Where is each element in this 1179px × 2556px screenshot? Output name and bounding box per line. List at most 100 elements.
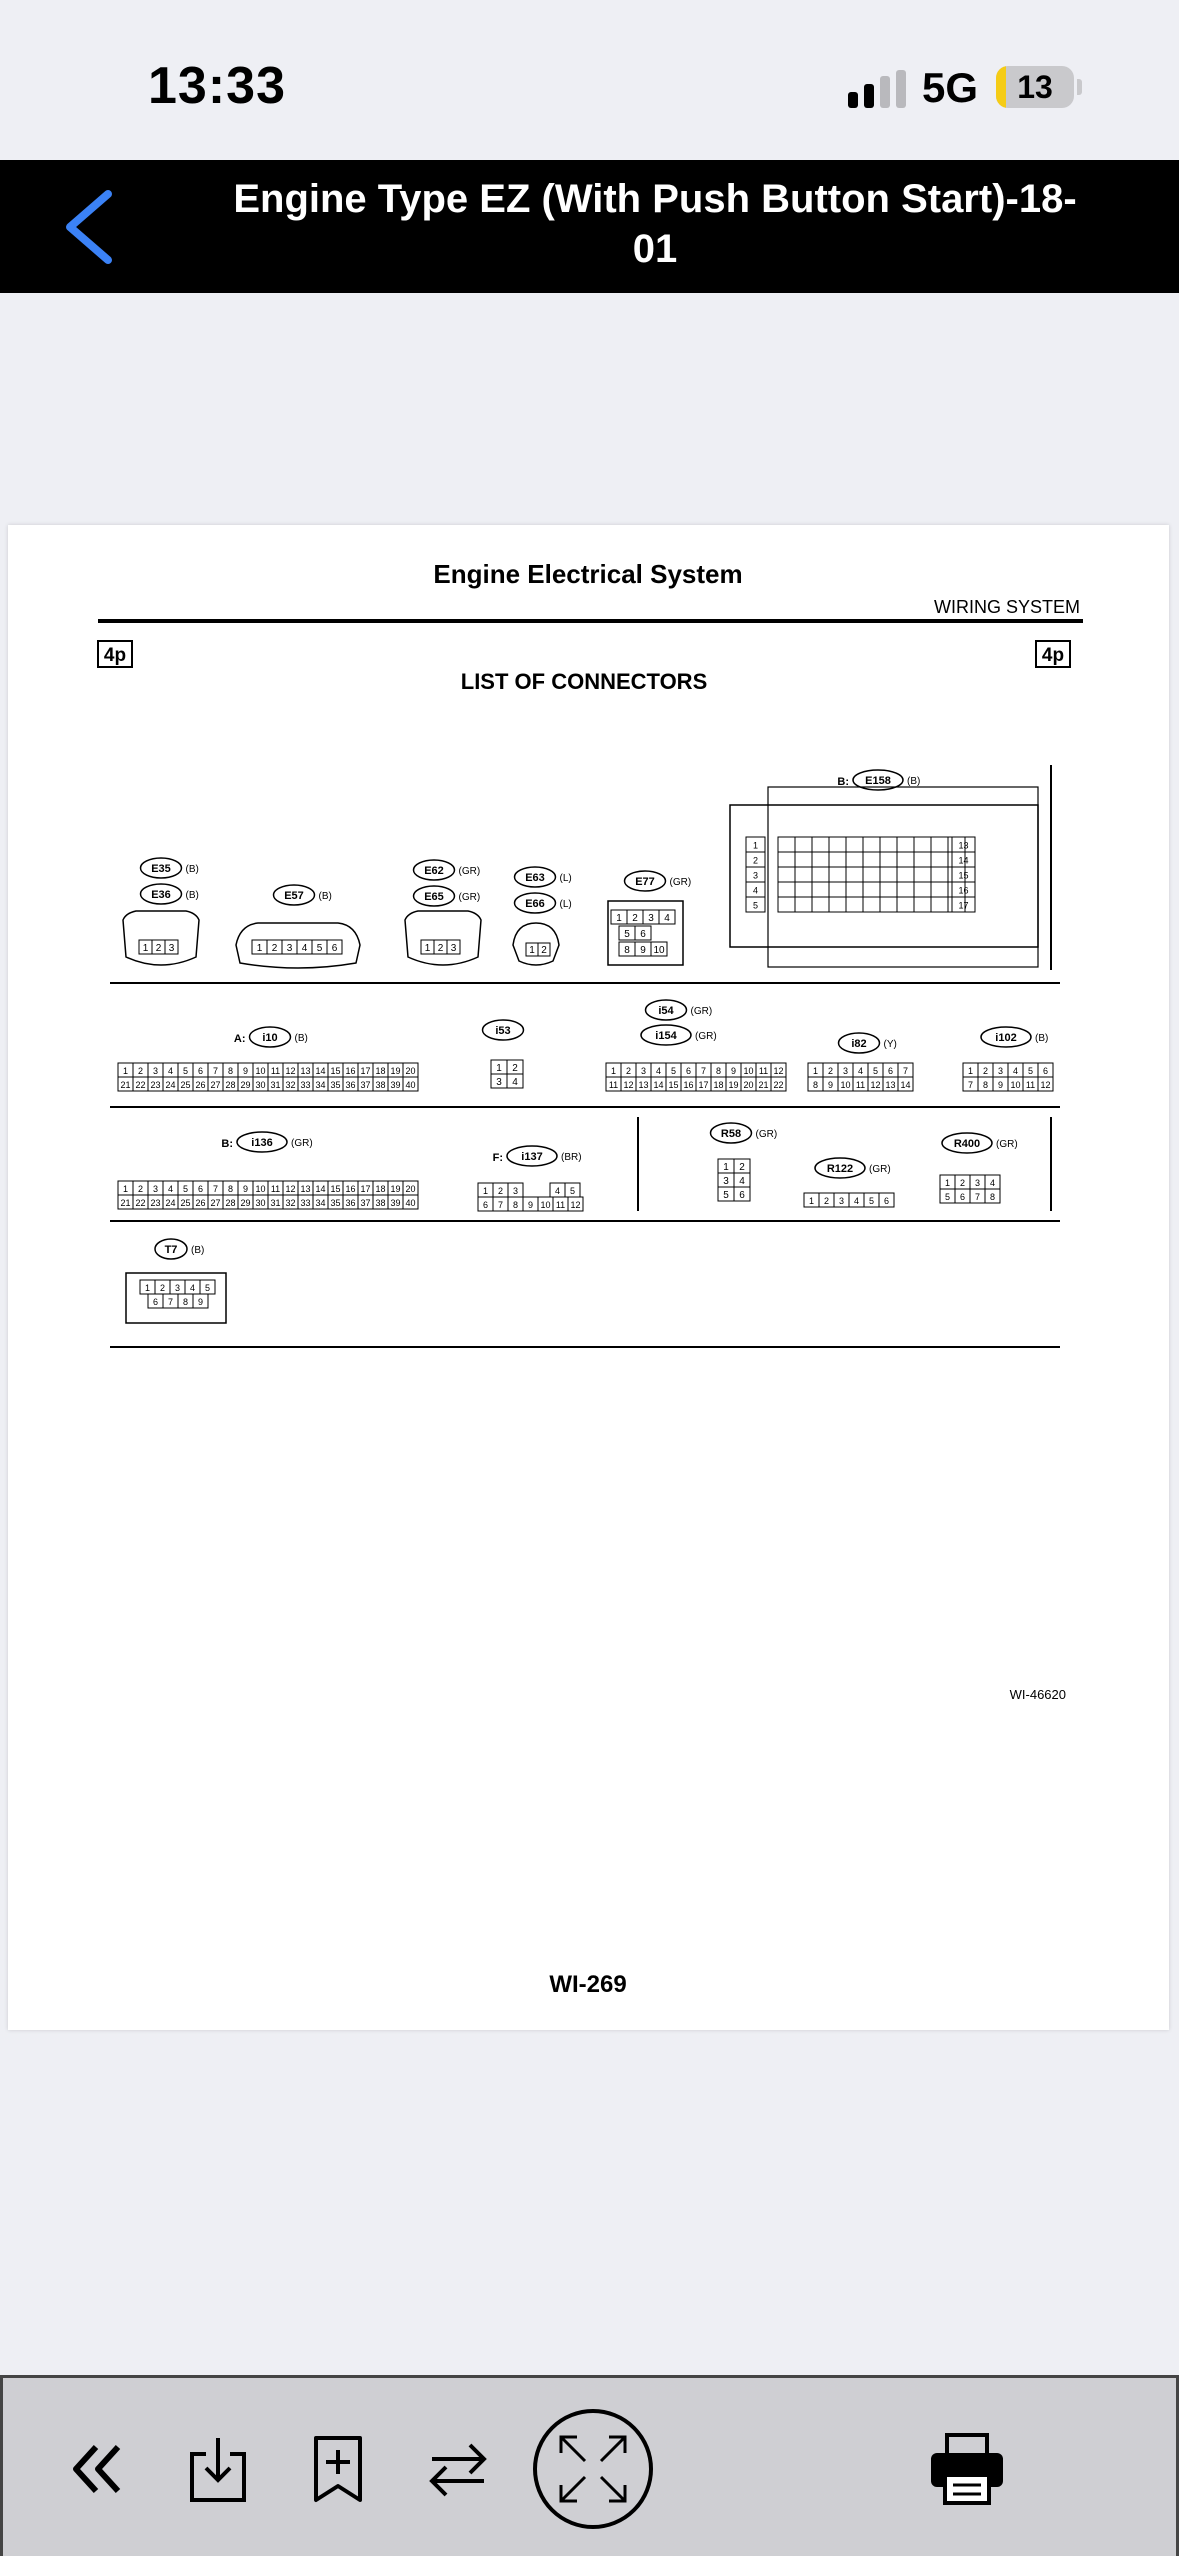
connector-label-i54: i54(GR)	[644, 999, 712, 1021]
svg-text:R58: R58	[721, 1128, 741, 1140]
connector-label-i10: A:i10(B)	[234, 1026, 308, 1048]
download-icon	[190, 2437, 246, 2502]
connector-label-i154: i154(GR)	[640, 1024, 717, 1046]
bookmark-add-icon	[314, 2435, 362, 2502]
svg-text:(Y): (Y)	[884, 1039, 897, 1050]
svg-text:5: 5	[753, 901, 758, 911]
svg-text:27: 27	[210, 1080, 220, 1090]
fullscreen-expand-icon	[533, 2408, 653, 2529]
svg-text:1: 1	[809, 1196, 814, 1206]
svg-text:14: 14	[958, 856, 968, 866]
svg-text:12: 12	[623, 1080, 633, 1090]
svg-text:21: 21	[120, 1080, 130, 1090]
svg-text:6: 6	[686, 1066, 691, 1076]
svg-text:11: 11	[556, 1200, 565, 1210]
svg-text:3: 3	[175, 1283, 180, 1293]
svg-text:26: 26	[195, 1080, 205, 1090]
swap-button[interactable]	[418, 2378, 498, 2556]
svg-text:3: 3	[169, 943, 175, 954]
svg-text:(GR): (GR)	[291, 1138, 313, 1149]
svg-text:1: 1	[145, 1283, 150, 1293]
connector-label-i53: i53	[481, 1019, 525, 1041]
rewind-button[interactable]	[58, 2378, 138, 2556]
svg-text:5: 5	[723, 1190, 729, 1201]
svg-text:7: 7	[168, 1297, 173, 1307]
svg-text:E77: E77	[635, 876, 655, 888]
svg-text:2: 2	[824, 1196, 829, 1206]
svg-text:8: 8	[228, 1066, 233, 1076]
document-page[interactable]: Engine Electrical System WIRING SYSTEM 4…	[8, 525, 1169, 2030]
svg-text:5: 5	[570, 1186, 575, 1196]
print-button[interactable]	[925, 2378, 1009, 2556]
download-button[interactable]	[178, 2378, 258, 2556]
svg-text:26: 26	[195, 1198, 205, 1208]
svg-text:16: 16	[345, 1066, 355, 1076]
svg-text:15: 15	[668, 1080, 678, 1090]
battery-fill	[996, 66, 1007, 108]
svg-text:13: 13	[638, 1080, 648, 1090]
svg-text:i136: i136	[251, 1137, 272, 1149]
rewind-double-chevron-icon	[73, 2444, 121, 2493]
svg-text:3: 3	[451, 943, 457, 954]
svg-text:2: 2	[512, 1063, 518, 1074]
svg-text:E62: E62	[424, 865, 444, 877]
svg-text:19: 19	[390, 1184, 400, 1194]
battery-nub	[1077, 79, 1082, 95]
svg-text:20: 20	[405, 1184, 415, 1194]
connector-label-i82: i82(Y)	[837, 1032, 897, 1054]
svg-text:(GR): (GR)	[756, 1129, 778, 1140]
svg-text:15: 15	[958, 871, 968, 881]
svg-text:22: 22	[773, 1080, 783, 1090]
svg-text:2: 2	[138, 1184, 143, 1194]
svg-text:6: 6	[198, 1184, 203, 1194]
svg-text:10: 10	[255, 1184, 265, 1194]
figure-id: WI-46620	[1010, 1687, 1066, 1702]
svg-text:9: 9	[243, 1066, 248, 1076]
svg-text:12: 12	[870, 1080, 880, 1090]
svg-text:3: 3	[287, 943, 293, 954]
svg-text:8: 8	[513, 1200, 518, 1210]
svg-text:14: 14	[315, 1066, 325, 1076]
svg-text:4: 4	[664, 913, 670, 924]
svg-text:36: 36	[345, 1080, 355, 1090]
svg-text:E158: E158	[865, 775, 891, 787]
fullscreen-button[interactable]	[531, 2378, 655, 2556]
svg-text:8: 8	[183, 1297, 188, 1307]
svg-text:2: 2	[272, 943, 278, 954]
svg-text:17: 17	[360, 1066, 370, 1076]
svg-text:2: 2	[541, 945, 547, 956]
svg-text:(GR): (GR)	[695, 1031, 717, 1042]
connector-label-i102: i102(B)	[980, 1026, 1048, 1048]
svg-text:E57: E57	[284, 890, 304, 902]
svg-text:9: 9	[243, 1184, 248, 1194]
svg-text:3: 3	[153, 1066, 158, 1076]
connector-label-i137: F:i137(BR)	[493, 1145, 582, 1167]
svg-text:(B): (B)	[191, 1245, 204, 1256]
svg-text:22: 22	[135, 1080, 145, 1090]
svg-text:16: 16	[683, 1080, 693, 1090]
svg-text:R400: R400	[954, 1138, 980, 1150]
svg-text:E65: E65	[424, 891, 444, 903]
svg-text:5: 5	[317, 943, 323, 954]
svg-text:18: 18	[375, 1184, 385, 1194]
connector-label-r400: R400(GR)	[941, 1132, 1018, 1154]
connector-label-e77: E77(GR)	[623, 870, 691, 892]
svg-text:4: 4	[168, 1066, 173, 1076]
page-title: Engine Type EZ (With Push Button Start)-…	[233, 177, 1077, 271]
nav-bar: Engine Type EZ (With Push Button Start)-…	[0, 160, 1179, 293]
svg-text:20: 20	[405, 1066, 415, 1076]
svg-text:40: 40	[405, 1080, 415, 1090]
svg-text:12: 12	[773, 1066, 783, 1076]
svg-text:3: 3	[153, 1184, 158, 1194]
svg-text:2: 2	[156, 943, 162, 954]
svg-text:B:: B:	[837, 776, 849, 788]
svg-text:7: 7	[498, 1200, 503, 1210]
svg-text:6: 6	[884, 1196, 889, 1206]
svg-text:6: 6	[739, 1190, 745, 1201]
svg-text:11: 11	[759, 1066, 768, 1076]
back-button[interactable]	[52, 182, 132, 272]
print-icon	[931, 2432, 1003, 2505]
bookmark-button[interactable]	[298, 2378, 378, 2556]
svg-text:5: 5	[671, 1066, 676, 1076]
